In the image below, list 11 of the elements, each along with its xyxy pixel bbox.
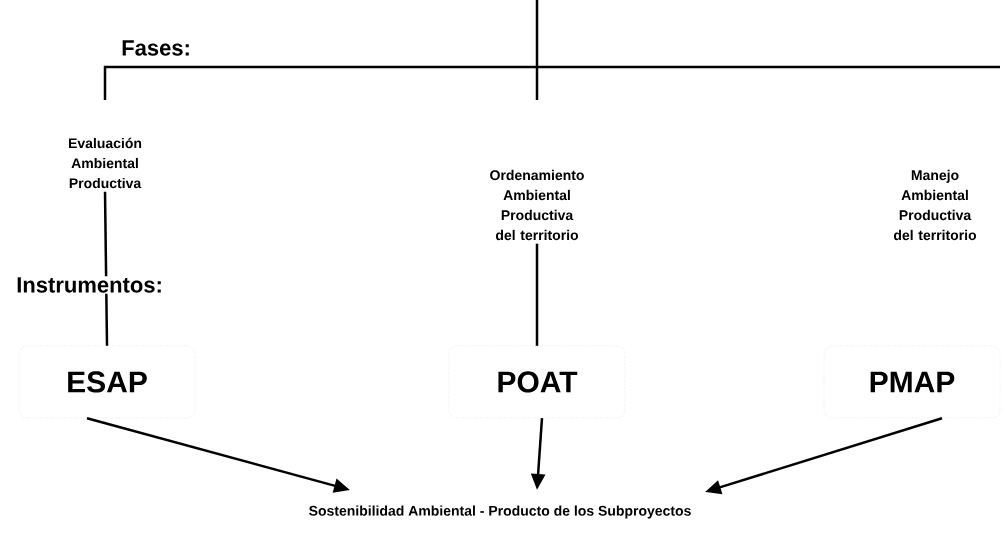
- instrument-box: PMAP: [823, 345, 1001, 419]
- connector-line: [535, 243, 539, 346]
- phase-label: Ordenamiento Ambiental Productiva del territorio: [490, 169, 584, 241]
- result-label: Sostenibilidad Ambiental - Producto de los Subproyectos: [309, 505, 691, 519]
- section-heading: Fases:: [120, 39, 192, 57]
- section-heading: Instrumentos:: [15, 276, 164, 294]
- connector-line: [103, 191, 109, 346]
- instrument-box: POAT: [448, 345, 626, 419]
- instrument-box: ESAP: [18, 345, 196, 419]
- phase-label: Evaluación Ambiental Productiva: [69, 137, 142, 189]
- phase-label: Manejo Ambiental Productiva del territorio: [893, 169, 977, 241]
